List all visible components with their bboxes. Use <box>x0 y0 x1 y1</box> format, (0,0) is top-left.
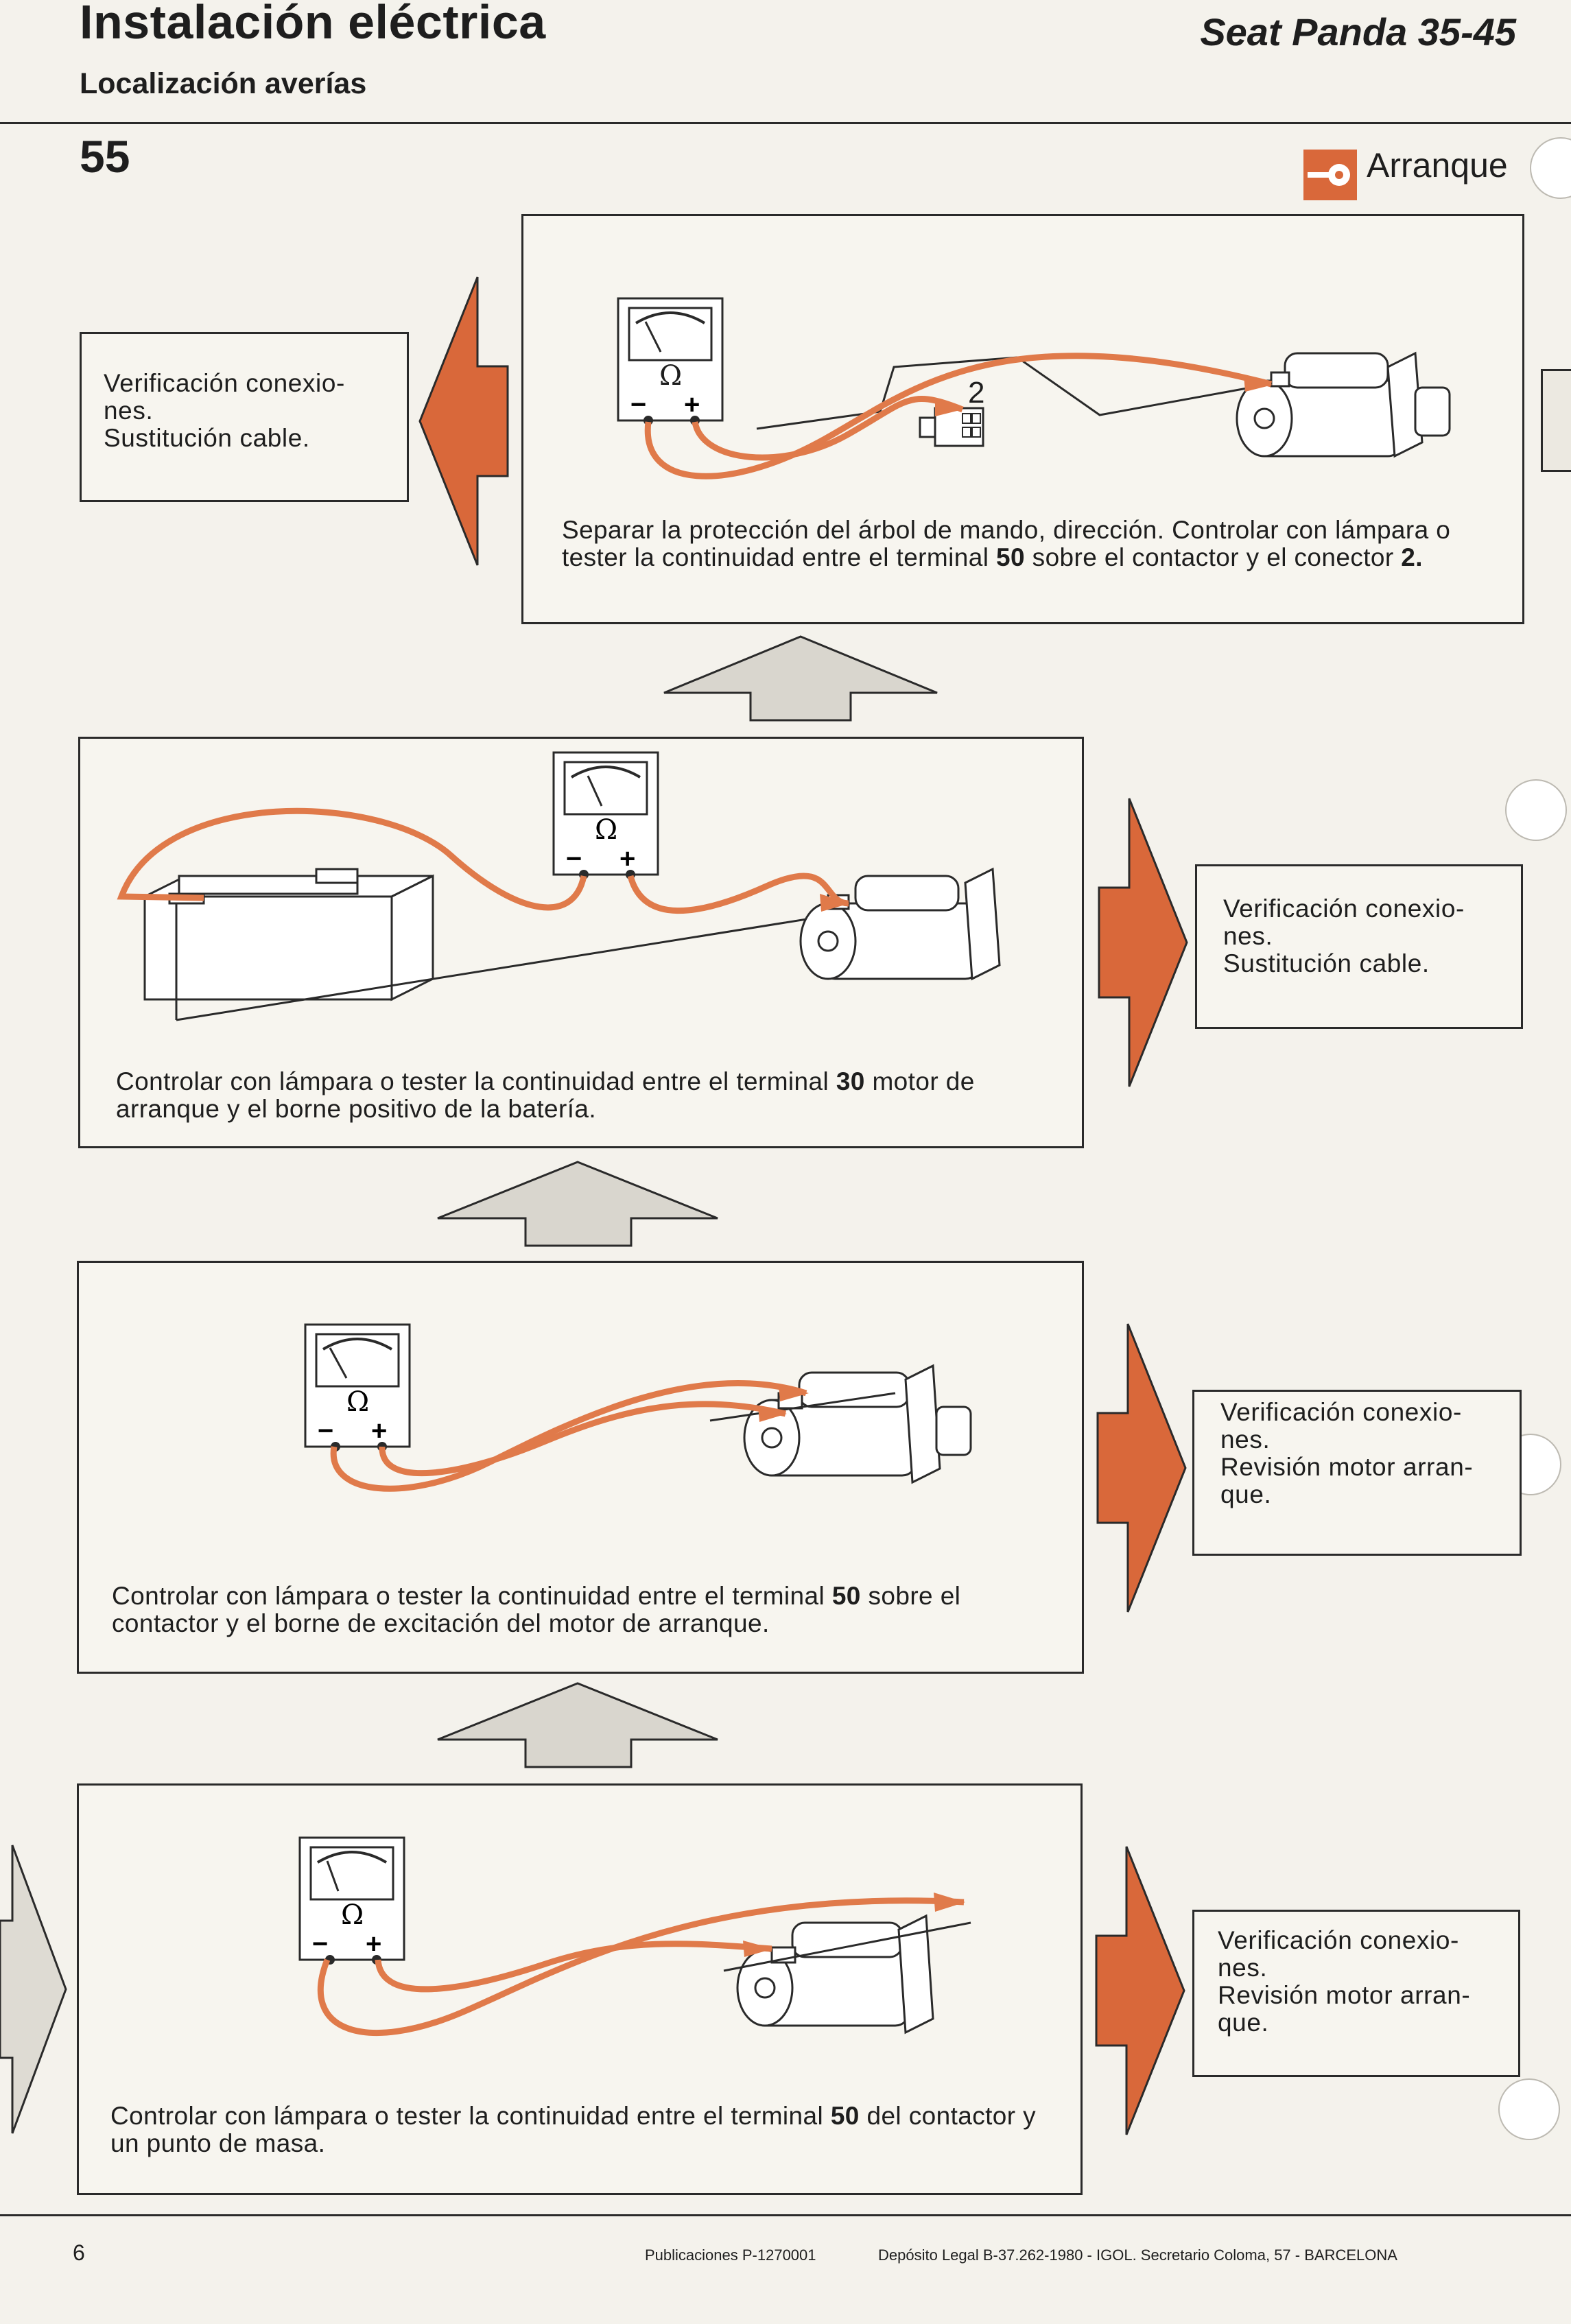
binder-hole <box>1505 779 1567 841</box>
right-arrow-step-2 <box>1098 798 1188 1087</box>
ohmmeter-icon: Ω − + <box>552 751 659 879</box>
left-arrow-step-1 <box>418 276 509 566</box>
incoming-arrow <box>0 1845 67 2134</box>
ohmmeter-icon: Ω − + <box>298 1836 405 1965</box>
footer-legal: Depósito Legal B-37.262-1980 - IGOL. Sec… <box>878 2246 1397 2264</box>
svg-text:−: − <box>630 390 646 420</box>
step-4-illustration: Ω − + <box>298 1836 971 2037</box>
footer-page-number: 6 <box>73 2240 85 2265</box>
svg-text:−: − <box>566 844 582 874</box>
step-1-caption: Separar la protección del árbol de mando… <box>562 516 1451 571</box>
step-4-panel: Ω − + Controlar con lámpara o tester la … <box>77 1783 1083 2195</box>
svg-text:−: − <box>312 1929 328 1959</box>
step-2-panel: Ω − + Controlar con lámpara o tester la … <box>78 737 1084 1148</box>
up-arrow <box>437 1161 718 1247</box>
step-3-panel: Ω − + Controlar con lámpara o tester la … <box>77 1261 1084 1674</box>
step-2-illustration: Ω − + <box>117 751 1001 1021</box>
step-4-outcome: Verificación conexio- nes. Revisión moto… <box>1192 1910 1520 2077</box>
step-2-outcome: Verificación conexio- nes. Sustitución c… <box>1195 864 1523 1029</box>
step-4-caption: Controlar con lámpara o tester la contin… <box>110 2102 1037 2157</box>
step-2-caption: Controlar con lámpara o tester la contin… <box>116 1067 975 1123</box>
section-label: Arranque <box>1367 146 1508 185</box>
svg-text:Ω: Ω <box>595 814 617 846</box>
step-1-illustration: 2 Ω − + <box>617 297 1451 479</box>
up-arrow <box>437 1682 718 1768</box>
key-icon <box>1303 150 1357 200</box>
step-3-outcome: Verificación conexio- nes. Revisión moto… <box>1192 1390 1522 1556</box>
step-1-panel: 2 Ω − + Separar la protecc <box>521 214 1524 624</box>
svg-text:+: + <box>366 1929 381 1959</box>
ohmmeter-icon: Ω − + <box>617 297 724 425</box>
page-number: 55 <box>80 131 130 182</box>
svg-text:+: + <box>371 1416 387 1446</box>
vehicle-model: Seat Panda 35-45 <box>1200 10 1516 54</box>
header-rule <box>0 122 1571 124</box>
right-arrow-step-3 <box>1096 1323 1187 1613</box>
connector-label: 2 <box>968 376 984 410</box>
right-arrow-step-4 <box>1095 1846 1185 2135</box>
footer-rule <box>0 2214 1571 2216</box>
svg-text:Ω: Ω <box>659 360 682 392</box>
document-subtitle: Localización averías <box>80 67 367 100</box>
svg-text:Ω: Ω <box>341 1899 364 1931</box>
ohmmeter-icon: Ω − + <box>304 1323 411 1451</box>
document-title: Instalación eléctrica <box>80 0 546 49</box>
binder-hole <box>1498 2078 1560 2140</box>
step-3-illustration: Ω − + <box>304 1323 972 1492</box>
step-1-outcome: Verificación conexio- nes. Sustitución c… <box>80 332 409 502</box>
svg-text:+: + <box>684 390 700 420</box>
edge-tab <box>1541 369 1571 472</box>
svg-text:+: + <box>619 844 635 874</box>
svg-text:−: − <box>318 1416 333 1446</box>
step-3-caption: Controlar con lámpara o tester la contin… <box>112 1582 961 1637</box>
footer-publication: Publicaciones P-1270001 <box>645 2246 816 2264</box>
up-arrow <box>663 635 938 722</box>
svg-text:Ω: Ω <box>346 1386 369 1418</box>
binder-hole <box>1530 137 1571 199</box>
